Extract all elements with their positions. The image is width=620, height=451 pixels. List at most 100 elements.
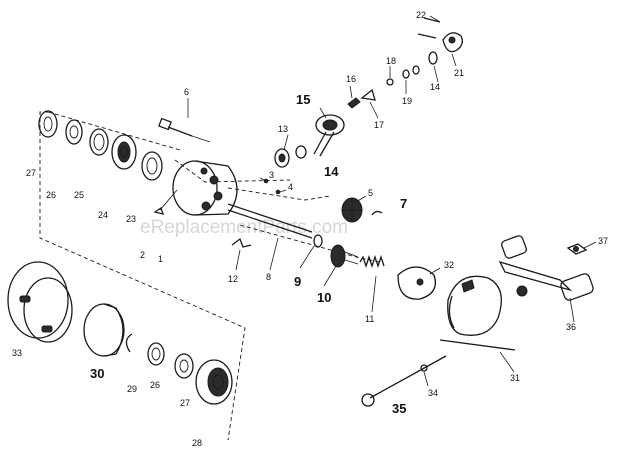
label-17: 17 [374,120,384,130]
guide-dashed-top [47,111,181,151]
label-6: 6 [184,87,189,97]
leader-16 [349,85,353,99]
leader-13 [283,134,289,151]
label-11: 11 [365,314,374,324]
leader-15 [319,107,327,119]
part-17-cam [360,88,376,101]
part-10-pinion-gear [330,244,359,268]
part-27-washer-bottom [174,353,194,379]
part-36-handle-arm [498,235,594,301]
part-8-main-shaft [227,203,313,239]
part-26-washer-top [65,119,83,145]
label-26-bottom: 26 [150,380,160,390]
leader-22 [429,15,441,23]
label-27-top: 27 [26,168,36,178]
label-1: 1 [158,254,163,264]
leader-17 [369,101,379,119]
label-32: 32 [444,260,454,270]
part-7-pin [371,210,383,216]
part-2-clip [153,206,164,215]
label-28: 28 [192,438,202,448]
label-30: 30 [90,366,104,381]
part-19b-washer [412,65,420,75]
label-16: 16 [346,74,356,84]
leader-37 [583,241,597,249]
label-36: 36 [566,322,576,332]
leader-34 [423,371,429,387]
leader-10 [323,265,337,287]
leader-21 [451,53,457,67]
part-14-washer-mid [295,145,307,159]
part-12-spring-clip [231,237,252,248]
leader-31 [499,351,515,373]
label-25: 25 [74,190,84,200]
label-12: 12 [228,274,238,284]
guide-dashed-box [39,111,246,441]
label-26-top: 26 [46,190,56,200]
label-2: 2 [140,250,145,260]
label-15: 15 [296,92,310,107]
part-9-washer [313,234,323,248]
part-1-frame [159,160,238,216]
label-7: 7 [400,196,407,211]
part-14-washer-top [428,51,438,65]
leader-9 [299,245,315,269]
label-14-top: 14 [430,82,440,92]
label-27-bottom: 27 [180,398,190,408]
leader-5 [355,195,367,203]
label-14-mid: 14 [324,164,339,179]
label-9: 9 [294,274,301,289]
part-13-bearing [274,148,290,168]
leader-12 [235,249,241,271]
part-30-sleeve [83,303,125,357]
part-31-body [439,275,516,351]
part-32-cover [397,266,437,300]
label-22: 22 [416,10,426,20]
part-33-rotor [7,261,73,343]
part-21-cap [442,32,463,53]
part-6-screw [158,117,211,143]
label-33: 33 [12,348,22,358]
part-23-bushing [141,151,163,181]
label-29: 29 [127,384,137,394]
label-8: 8 [266,272,271,282]
part-5-drive-gear [341,197,363,223]
label-4: 4 [288,182,293,192]
part-25-washer [89,128,109,156]
label-37: 37 [598,236,608,246]
part-28-gear-nut [195,359,233,405]
label-19: 19 [402,96,412,106]
label-18: 18 [386,56,396,66]
leader-3 [259,177,267,182]
part-15-spool-shaft [313,114,345,157]
part-22-screws [417,17,441,39]
leader-32 [429,267,441,275]
part-4-pin [275,189,281,195]
leader-36 [569,297,575,323]
label-13: 13 [278,124,288,134]
label-10: 10 [317,290,331,305]
label-5: 5 [368,188,373,198]
label-21: 21 [454,68,464,78]
part-35-handle-rod [361,355,447,407]
label-35: 35 [392,401,406,416]
part-11-spring [359,254,385,269]
part-18-washer [386,78,394,86]
guide-dashed-mid [174,159,291,183]
label-34: 34 [428,388,438,398]
part-19-washer [402,69,410,79]
leader-8 [269,237,279,271]
guide-dashed-shaft [227,187,331,201]
part-27-washer-top [38,110,58,138]
part-34-nut [420,364,428,372]
part-29-clip [125,333,133,353]
part-26-washer-bottom [147,342,165,366]
label-3: 3 [269,170,274,180]
leader-11 [371,275,377,313]
part-24-bearing [111,134,137,170]
label-23: 23 [126,214,136,224]
part-37-knob [566,243,588,255]
part-16-lever [347,97,361,109]
